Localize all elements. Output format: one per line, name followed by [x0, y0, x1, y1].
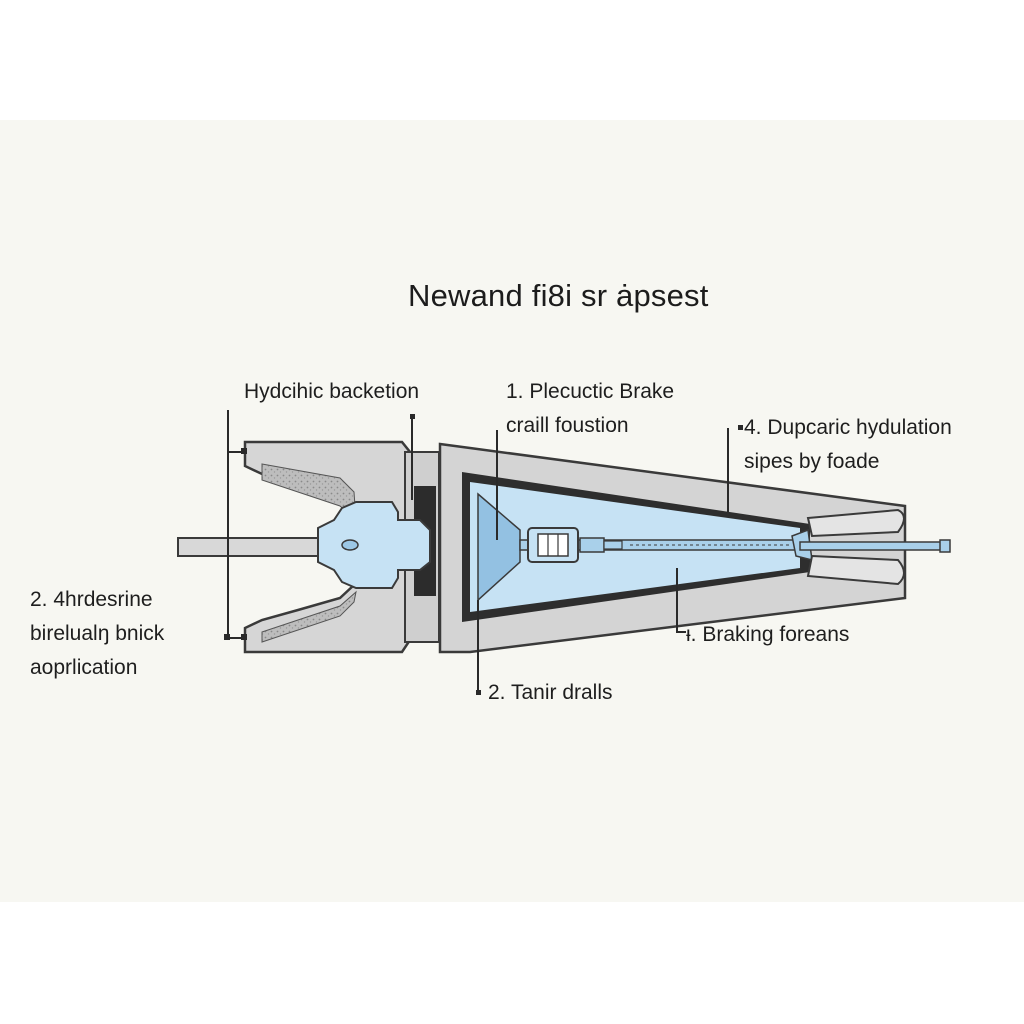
label-hydraulic: Hydcihic backetion	[244, 380, 420, 403]
left-pad-bottom	[261, 590, 357, 643]
label-brake-1: 1. Plecuctic Brake craill foustion	[506, 380, 675, 437]
label-braking: ᵻ. Braking foreans	[686, 623, 850, 646]
valve-fitting	[579, 537, 605, 553]
label-tanir-2: 2. Tanir dralls	[488, 681, 613, 704]
label-left-2: 2. 4hrdesrine birelualŋ bnick aoprlicati…	[30, 588, 165, 679]
leader-left	[227, 410, 245, 639]
input-shaft	[177, 537, 329, 557]
diagram-title: Newand fi8i sr ȧpsest	[408, 278, 709, 313]
fluid-cone	[477, 492, 521, 602]
label-dup-4: 4. Dupcaric hydulation sipes by foade	[744, 416, 952, 473]
piston-port	[341, 539, 359, 551]
valve-inner	[537, 533, 569, 557]
right-end-ring-top	[806, 508, 905, 538]
leader-dots	[224, 414, 743, 695]
output-rod	[799, 541, 947, 551]
leader-braking	[676, 568, 686, 633]
hydraulic-piston	[317, 501, 431, 589]
right-end-ring-bottom	[806, 554, 905, 586]
